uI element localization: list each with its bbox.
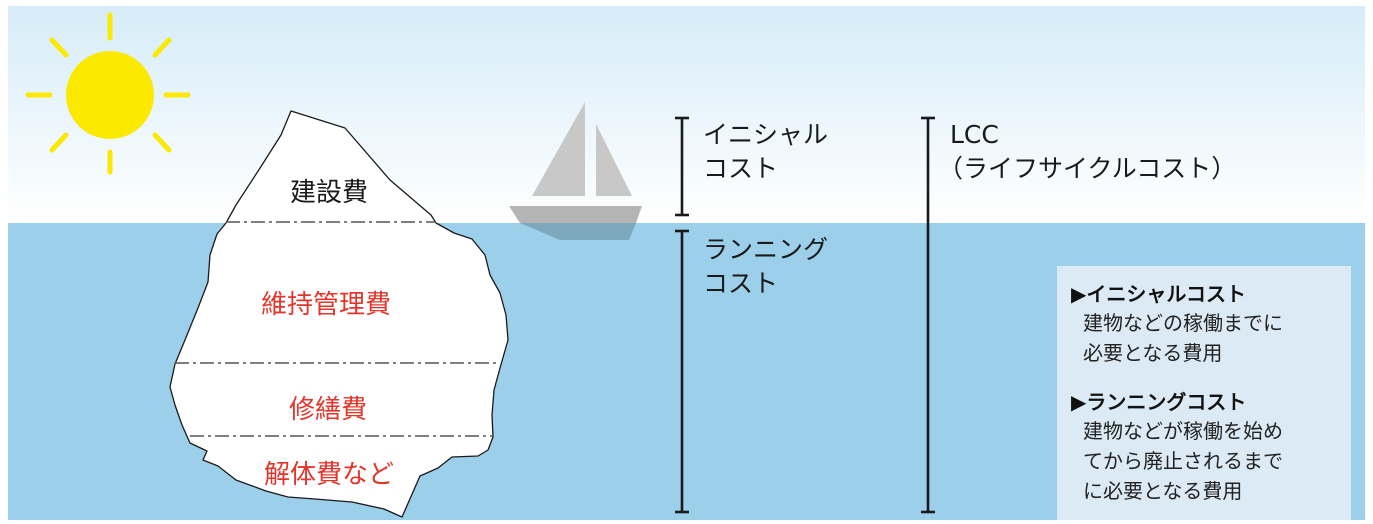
legend-box: ▶イニシャルコスト 建物などの稼働までに 必要となる費用 ▶ランニングコスト 建… [1057, 266, 1351, 520]
initial-cost-bracket [675, 116, 689, 217]
legend-initial-text: 建物などの稼働までに 必要となる費用 [1083, 308, 1283, 368]
legend-initial-heading: ▶イニシャルコスト [1071, 282, 1246, 306]
running-cost-label-line2: コスト [703, 269, 779, 298]
lcc-label-line2: （ライフサイクルコスト） [938, 154, 1237, 183]
legend-running-line: に必要となる費用 [1083, 479, 1243, 503]
construction-cost-label: 建設費 [290, 178, 369, 208]
legend-running-text: 建物などが稼働を始め てから廃止されるまで に必要となる費用 [1083, 416, 1283, 506]
demolition-cost-label: 解体費など [264, 460, 395, 490]
sailboat-icon [509, 102, 642, 240]
running-cost-bracket [675, 229, 689, 514]
initial-cost-label-line2: コスト [703, 154, 779, 183]
sky [8, 6, 1365, 223]
legend-running-heading: ▶ランニングコスト [1071, 390, 1247, 414]
repair-cost-label: 修繕費 [289, 395, 368, 425]
sun-icon [25, 12, 191, 175]
lcc-label: LCC （ライフサイクルコスト） [938, 118, 1236, 186]
running-cost-label-line1: ランニング [703, 235, 829, 264]
iceberg [169, 110, 509, 518]
running-cost-label: ランニング コスト [703, 233, 828, 301]
legend-running-line: 建物などが稼働を始め [1083, 419, 1283, 443]
initial-cost-label: イニシャル コスト [703, 118, 828, 186]
legend-initial-line: 必要となる費用 [1083, 341, 1223, 365]
iceberg-shape [169, 110, 509, 518]
legend-running-line: てから廃止されるまで [1083, 449, 1283, 473]
legend-initial-line: 建物などの稼働までに [1083, 311, 1283, 335]
initial-cost-label-line1: イニシャル [703, 120, 829, 149]
lcc-bracket [921, 116, 935, 514]
lcc-label-line1: LCC [950, 120, 999, 149]
maintenance-cost-label: 維持管理費 [261, 290, 392, 320]
